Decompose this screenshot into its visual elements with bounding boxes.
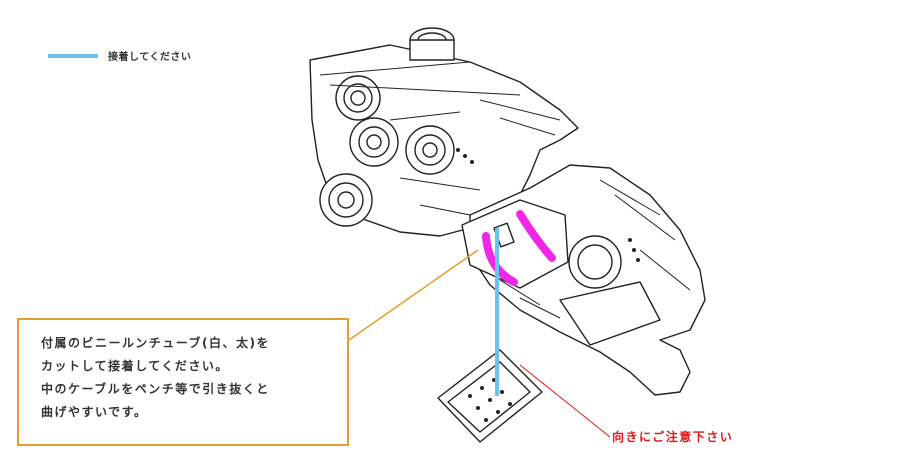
thruster-ring-4 xyxy=(319,173,373,227)
thruster-ring-2 xyxy=(349,117,399,167)
tube-highlight-right xyxy=(516,210,556,262)
tube-highlight-left xyxy=(482,232,518,286)
legend-glue-line-swatch xyxy=(48,53,98,58)
mount-bracket xyxy=(461,199,569,289)
lower-vent-plate xyxy=(559,281,661,346)
note-leader-line xyxy=(348,249,479,341)
warning-leader-line xyxy=(519,364,611,438)
thruster-ring-1 xyxy=(335,75,381,121)
orientation-warning: 向きにご注意下さい xyxy=(612,430,734,444)
note-line-3: 中のケーブルをペンチ等で引き抜くと xyxy=(41,382,270,396)
note-line-1: 付属のビニールンチューブ(白、太)を xyxy=(41,336,271,350)
note-line-4: 曲げやすいです。 xyxy=(41,405,148,419)
lower-lens xyxy=(568,235,622,289)
note-line-2: カットして接着してください。 xyxy=(41,359,229,373)
note-box: 付属のビニールンチューブ(白、太)を カットして接着してください。 中のケーブル… xyxy=(17,318,349,446)
legend-label: 接着してください xyxy=(108,52,192,63)
thruster-ring-3 xyxy=(405,125,455,175)
legend: 接着してください xyxy=(48,48,191,63)
